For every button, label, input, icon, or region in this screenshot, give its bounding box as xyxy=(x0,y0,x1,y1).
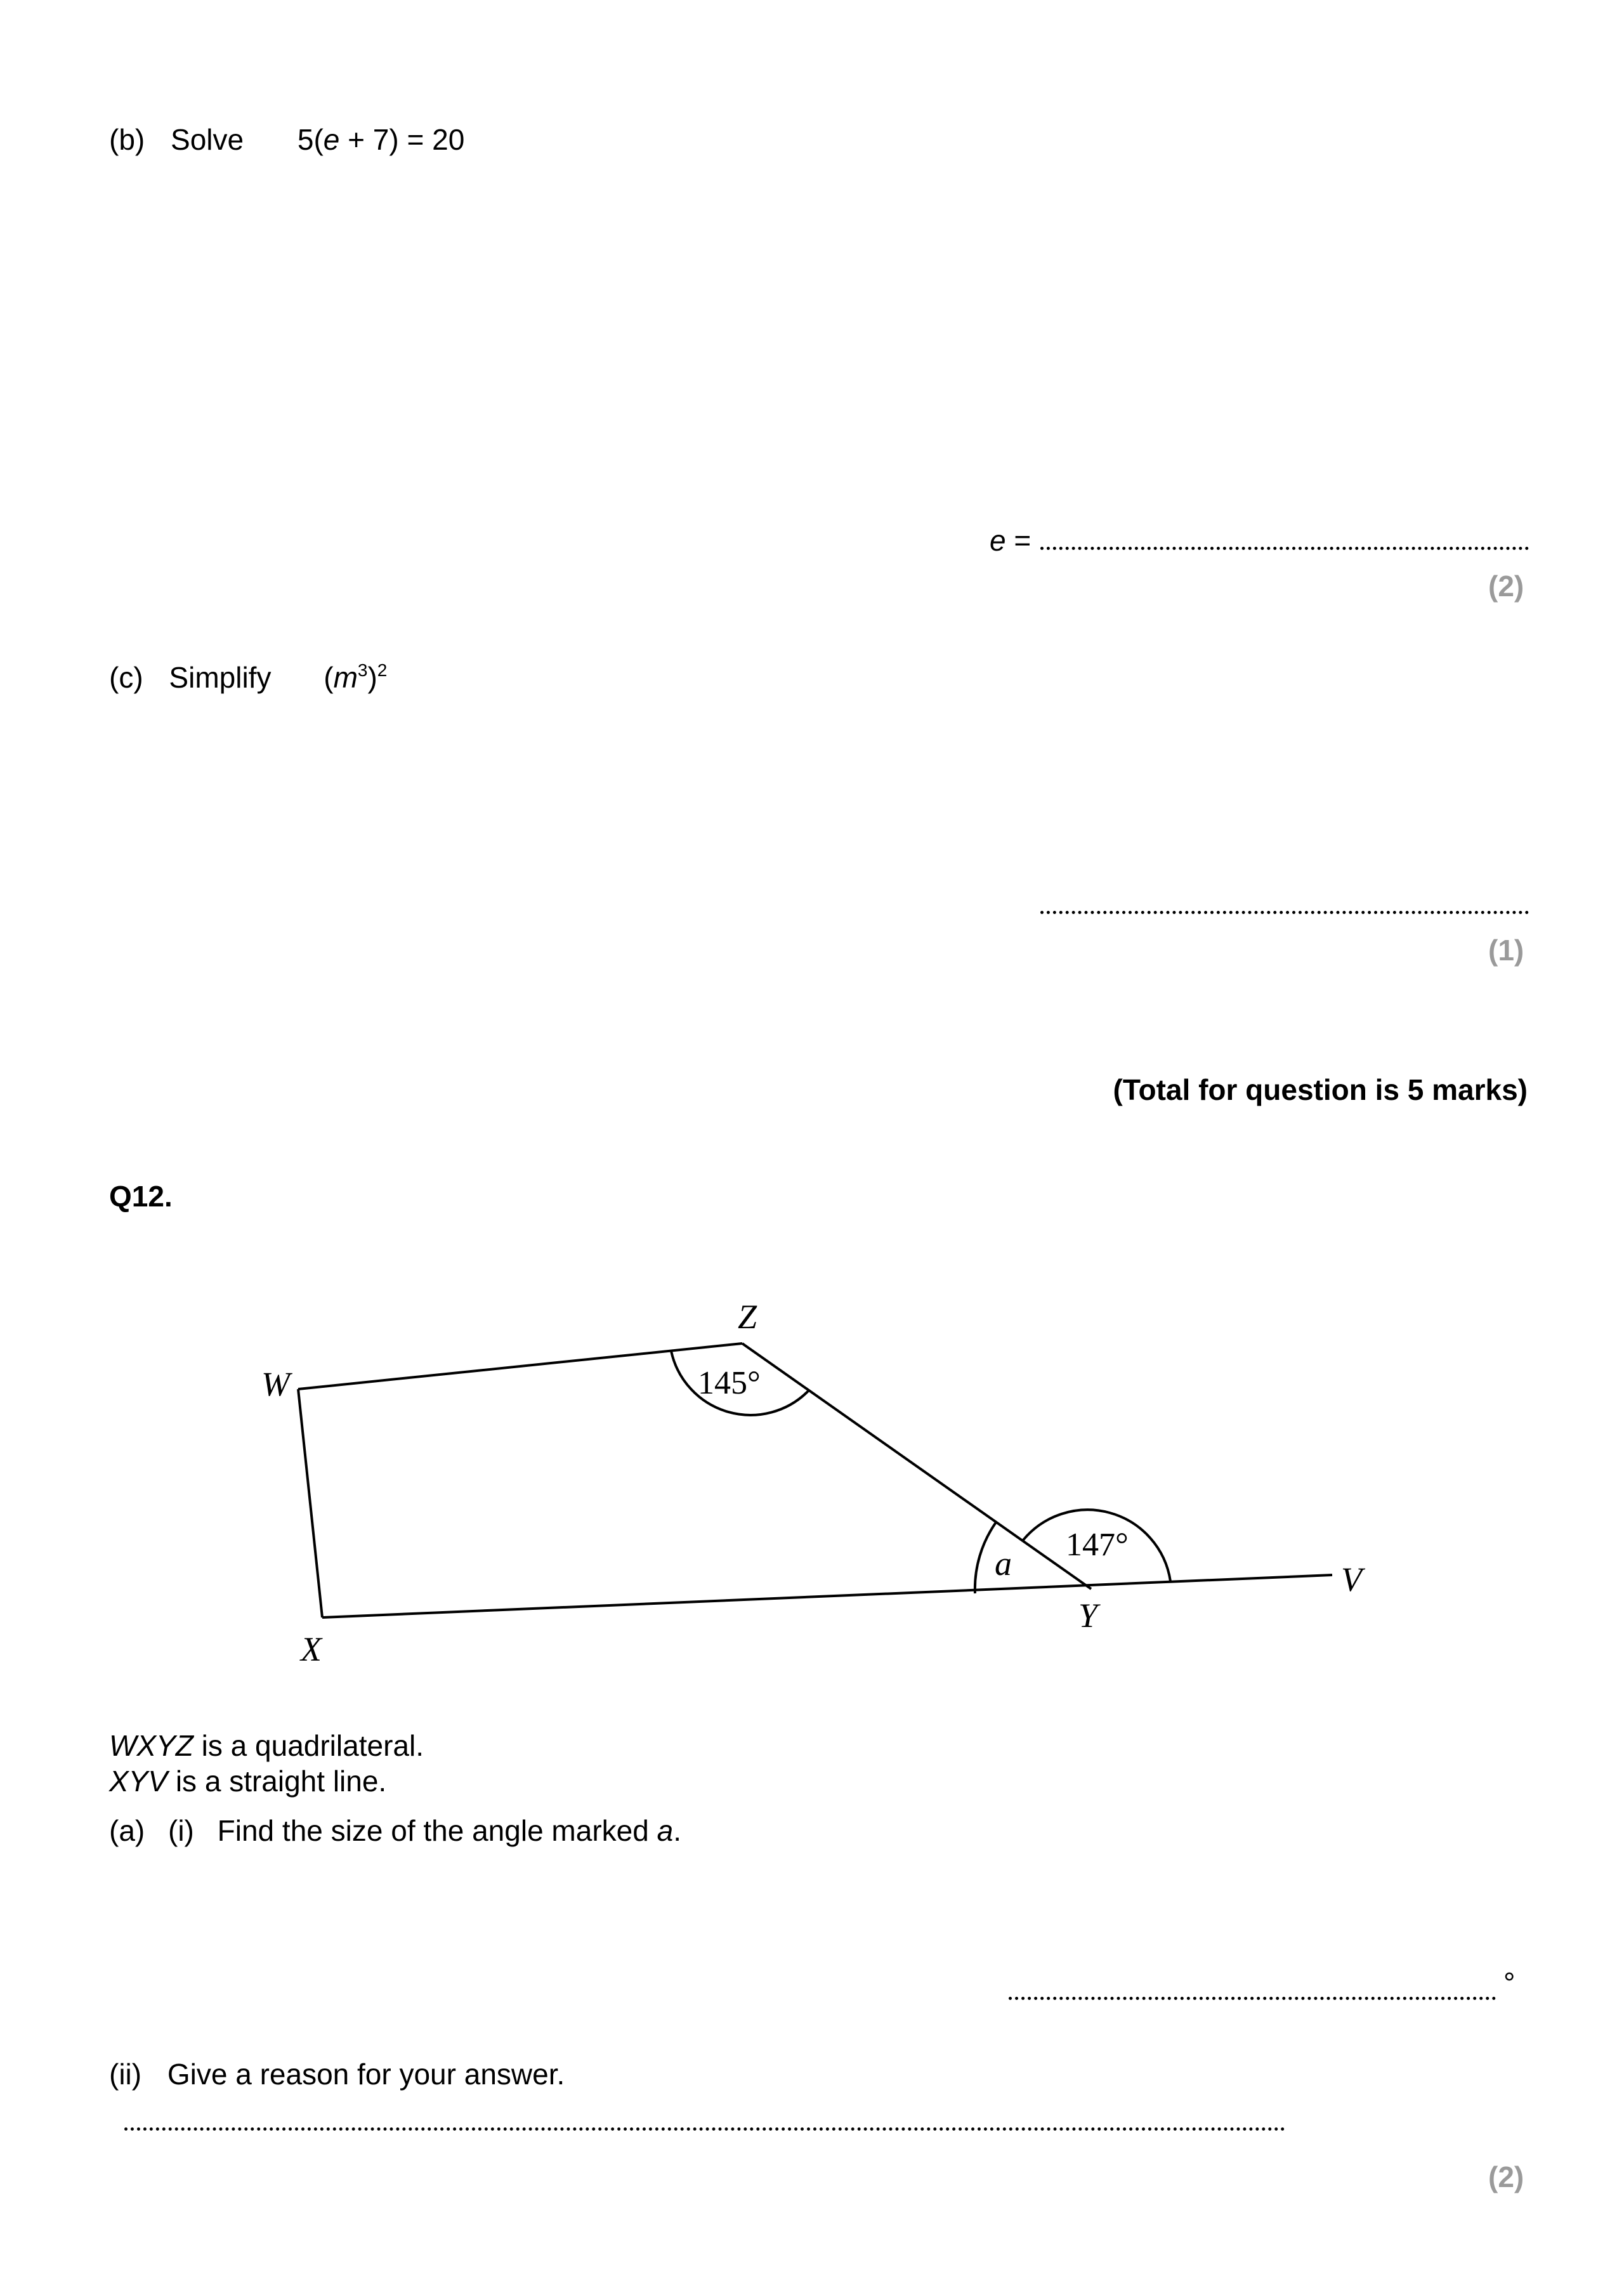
vertex-label-w: W xyxy=(261,1365,293,1403)
part-c-question: (c) Simplify (m3)2 xyxy=(109,660,387,695)
part-a-i-text: Find the size of the angle marked a. xyxy=(217,1814,681,1847)
angle-label-a: a xyxy=(995,1545,1012,1583)
part-a-sub-ii: (ii) xyxy=(109,2058,142,2091)
edge-wz xyxy=(298,1342,743,1390)
part-b-question: (b) Solve 5(e + 7) = 20 xyxy=(109,122,464,157)
angle-value-z: 145° xyxy=(698,1365,761,1401)
part-b-instruction: Solve xyxy=(171,123,244,156)
part-b-marks: (2) xyxy=(1488,570,1524,603)
angle-arc-z xyxy=(670,1350,810,1416)
part-a-sub-i: (i) xyxy=(168,1814,194,1847)
part-c-marks: (1) xyxy=(1488,934,1524,967)
part-b-answer-label: e = xyxy=(990,524,1031,557)
part-a-ii-answer-line[interactable] xyxy=(124,2127,1285,2131)
part-a-label: (a) xyxy=(109,1814,145,1847)
part-a-ii-question: (ii) Give a reason for your answer. xyxy=(109,2056,565,2092)
edge-wx xyxy=(297,1388,324,1618)
vertex-label-z: Z xyxy=(738,1298,757,1336)
part-c-label: (c) xyxy=(109,661,143,694)
part-c-instruction: Simplify xyxy=(169,661,272,694)
question-number: Q12. xyxy=(109,1180,173,1213)
part-b-answer-line[interactable] xyxy=(1040,547,1529,550)
vertex-label-x: X xyxy=(299,1630,323,1668)
vertex-label-y: Y xyxy=(1078,1597,1101,1635)
angle-value-y: 147° xyxy=(1066,1527,1129,1563)
angle-arc-a xyxy=(973,1521,997,1594)
part-c-answer-line[interactable] xyxy=(1040,911,1529,914)
angle-arc-y xyxy=(1021,1508,1172,1582)
part-b-equation: 5(e + 7) = 20 xyxy=(297,123,465,156)
edge-xv xyxy=(322,1574,1333,1619)
statement-quadrilateral: WXYZ is a quadrilateral. xyxy=(109,1729,424,1762)
vertex-label-v: V xyxy=(1341,1560,1366,1598)
part-c-expression: (m3)2 xyxy=(324,660,388,694)
part-a-ii-text: Give a reason for your answer. xyxy=(167,2058,565,2091)
part-a-i-answer-line[interactable] xyxy=(1009,1997,1496,2000)
part-b-label: (b) xyxy=(109,123,145,156)
part-a-i-question: (a) (i) Find the size of the angle marke… xyxy=(109,1813,681,1848)
quadrilateral-diagram: W X Y Z V a 145° 147° xyxy=(261,1298,1366,1668)
statement-straight-line: XYV is a straight line. xyxy=(109,1765,387,1798)
total-marks: (Total for question is 5 marks) xyxy=(1113,1073,1528,1106)
part-a-marks: (2) xyxy=(1488,2160,1524,2193)
edge-zy xyxy=(741,1342,1092,1590)
degree-symbol: ° xyxy=(1503,1966,1516,1999)
